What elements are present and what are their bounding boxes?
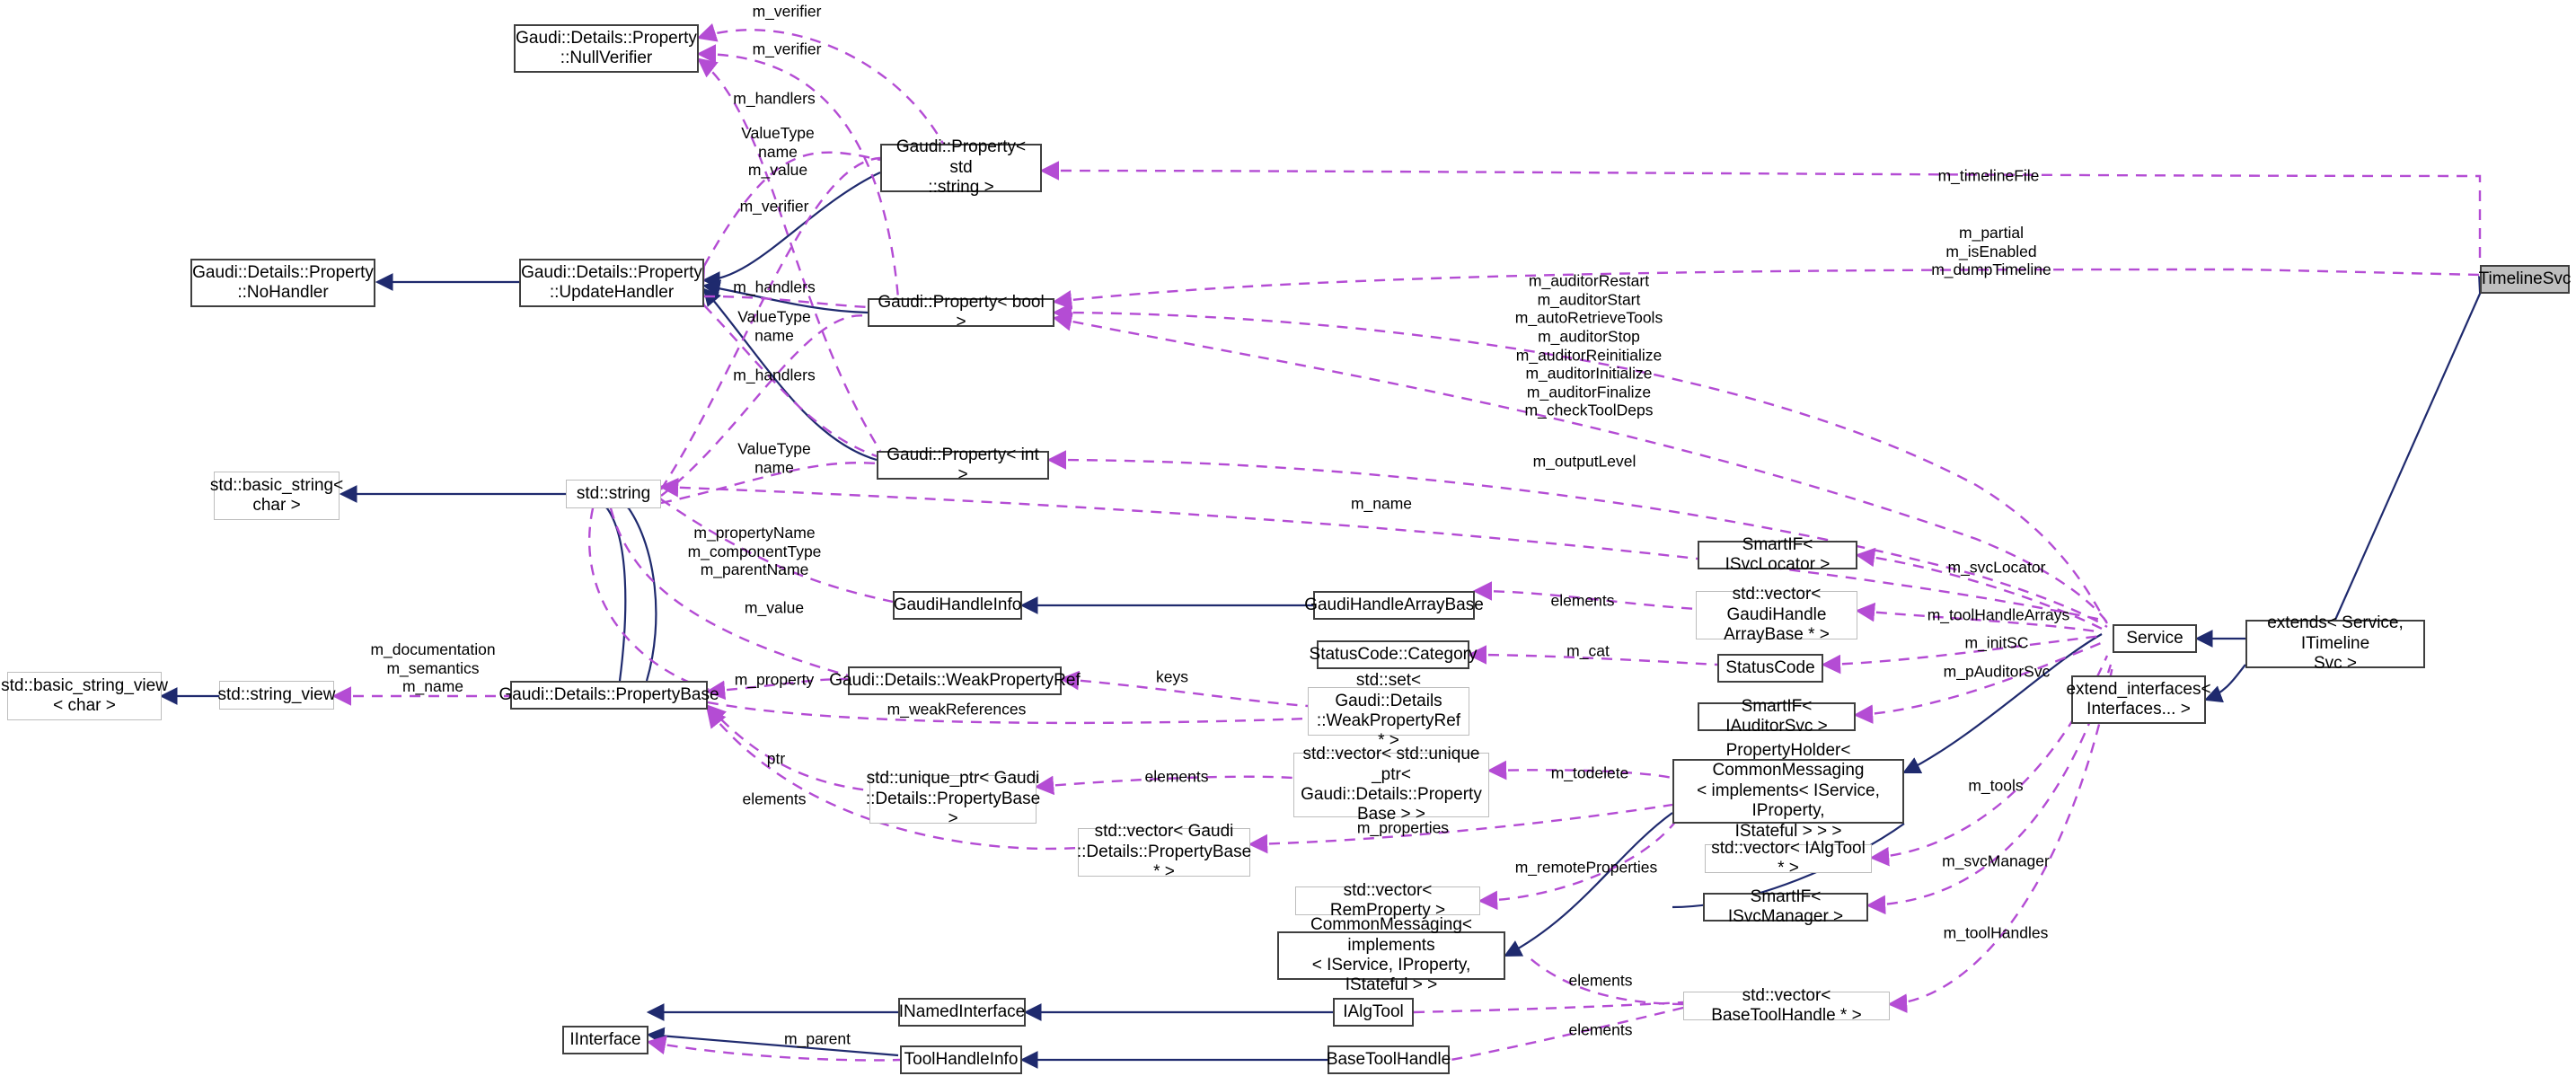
class-node-base_tool_handle[interactable]: BaseToolHandle	[1327, 1045, 1451, 1074]
class-node-smartif_isvcmanager[interactable]: SmartIF< ISvcManager >	[1703, 887, 1868, 926]
edge-label-m_weakreferences: m_weakReferences	[887, 700, 1027, 719]
edge-label-valuetype_1: ValueType name m_value	[741, 124, 815, 180]
class-node-property_int[interactable]: Gaudi::Property< int >	[877, 445, 1049, 484]
edge-label-valuetype_2: ValueType name	[737, 307, 811, 344]
class-node-vec_basetoolhandle[interactable]: std::vector< BaseToolHandle * >	[1683, 986, 1890, 1025]
class-node-basic_string_view[interactable]: std::basic_string_view < char >	[1, 672, 168, 720]
class-node-property_std_string[interactable]: Gaudi::Property< std ::string >	[880, 137, 1042, 197]
class-node-statuscode[interactable]: StatusCode	[1717, 654, 1823, 683]
edge-label-m_toolhandlearrays: m_toolHandleArrays	[1927, 605, 2070, 624]
class-node-vec_uniq_prop[interactable]: std::vector< std::unique _ptr< Gaudi::De…	[1293, 745, 1489, 824]
class-node-vec_remproperty[interactable]: std::vector< RemProperty >	[1295, 881, 1480, 920]
edge-label-m_svcmanager: m_svcManager	[1942, 851, 2050, 870]
edge-label-m_verifier_2: m_verifier	[752, 40, 822, 58]
class-node-extends_service[interactable]: extends< Service, ITimeline Svc >	[2245, 613, 2425, 673]
class-node-null_verifier[interactable]: Gaudi::Details::Property ::NullVerifier	[514, 24, 699, 73]
edge-label-m_handlers_2: m_handlers	[733, 278, 816, 296]
edge-label-m_name: m_name	[1350, 494, 1413, 513]
edge-label-m_tools: m_tools	[1968, 776, 2024, 795]
class-node-update_handler[interactable]: Gaudi::Details::Property ::UpdateHandler	[519, 259, 704, 307]
class-node-property_holder[interactable]: PropertyHolder< CommonMessaging < implem…	[1672, 741, 1904, 841]
class-node-inamed_interface[interactable]: INamedInterface	[898, 998, 1026, 1027]
class-node-ialgtool[interactable]: IAlgTool	[1333, 998, 1414, 1027]
class-node-no_handler[interactable]: Gaudi::Details::Property ::NoHandler	[190, 259, 375, 307]
class-node-smartif_iauditorsvc[interactable]: SmartIF< IAuditorSvc >	[1698, 697, 1856, 736]
edge-label-elements_2: elements	[1144, 767, 1209, 786]
class-node-vec_prop_base_ptr[interactable]: std::vector< Gaudi ::Details::PropertyBa…	[1076, 822, 1252, 882]
class-node-std_string_view[interactable]: std::string_view	[218, 681, 335, 710]
edge-label-valuetype_3: ValueType name	[737, 439, 811, 476]
edge-label-m_initsc: m_initSC	[1964, 633, 2029, 652]
class-node-gaudi_handle_info[interactable]: GaudiHandleInfo	[893, 591, 1022, 620]
edge-label-elements_1: elements	[742, 789, 807, 808]
edge-label-m_svclocator: m_svcLocator	[1947, 558, 2046, 577]
edge-label-elements_5: elements	[1550, 591, 1615, 610]
class-node-property_bool[interactable]: Gaudi::Property< bool >	[868, 293, 1054, 331]
edge-label-m_auditor_block: m_auditorRestart m_auditorStart m_autoRe…	[1514, 271, 1663, 419]
class-node-vec_ialgtool[interactable]: std::vector< IAlgTool * >	[1705, 839, 1872, 878]
class-node-unique_ptr_prop[interactable]: std::unique_ptr< Gaudi ::Details::Proper…	[865, 769, 1041, 829]
edge-label-elements_4: elements	[1568, 1020, 1633, 1039]
edge-label-m_todelete: m_todelete	[1550, 763, 1629, 782]
edge-label-m_handlers_1: m_handlers	[733, 89, 816, 108]
edge-label-elements_3: elements	[1568, 971, 1633, 990]
edge-label-m_handlers_3: m_handlers	[733, 366, 816, 384]
edge-label-m_toolhandles: m_toolHandles	[1943, 923, 2049, 942]
class-node-basic_string_char[interactable]: std::basic_string< char >	[210, 472, 343, 520]
class-node-std_string[interactable]: std::string	[566, 480, 661, 508]
edge-label-m_pauditorsvc: m_pAuditorSvc	[1943, 662, 2051, 681]
class-node-tool_handle_info[interactable]: ToolHandleInfo	[900, 1045, 1022, 1074]
class-node-set_weak_prop_ref[interactable]: std::set< Gaudi::Details ::WeakPropertyR…	[1308, 671, 1469, 750]
edge-label-m_cat: m_cat	[1566, 641, 1610, 660]
class-node-statuscode_category[interactable]: StatusCode::Category	[1310, 640, 1477, 669]
class-node-service[interactable]: Service	[2113, 624, 2197, 653]
class-node-iinterface[interactable]: IInterface	[562, 1026, 648, 1054]
class-node-smartif_isvclocator[interactable]: SmartIF< ISvcLocator >	[1698, 535, 1857, 574]
edge-label-m_propertyname: m_propertyName m_componentType m_parentN…	[687, 524, 822, 579]
edge-label-m_verifier_3: m_verifier	[739, 197, 809, 216]
class-node-gaudi_handle_array[interactable]: GaudiHandleArrayBase	[1304, 591, 1484, 620]
class-node-timeline_svc[interactable]: TimelineSvc	[2479, 265, 2571, 294]
edge-label-m_timelinefile: m_timelineFile	[1937, 166, 2040, 185]
class-node-vec_gaudihandle_arr[interactable]: std::vector< GaudiHandle ArrayBase * >	[1696, 585, 1857, 644]
class-node-common_messaging[interactable]: CommonMessaging< implements < IService, …	[1277, 915, 1505, 994]
edge-label-m_documentation: m_documentation m_semantics m_name	[370, 640, 496, 696]
edge-label-m_property: m_property	[734, 670, 815, 689]
edge-label-m_value: m_value	[744, 598, 805, 617]
class-node-weak_property_ref[interactable]: Gaudi::Details::WeakPropertyRef	[829, 666, 1081, 695]
edge-label-m_partial_block: m_partial m_isEnabled m_dumpTimeline	[1931, 224, 2051, 279]
edge-label-m_outputlevel: m_outputLevel	[1532, 452, 1636, 471]
edge-label-m_parent: m_parent	[784, 1029, 851, 1048]
class-node-property_base[interactable]: Gaudi::Details::PropertyBase	[499, 681, 719, 710]
edge-label-ptr: ptr	[766, 749, 786, 768]
class-node-extend_interfaces[interactable]: extend_interfaces< Interfaces... >	[2066, 675, 2211, 724]
edge-label-m_remoteproperties: m_remoteProperties	[1514, 858, 1658, 877]
edge-label-m_verifier_1: m_verifier	[752, 2, 822, 21]
edge-label-keys: keys	[1156, 667, 1188, 686]
